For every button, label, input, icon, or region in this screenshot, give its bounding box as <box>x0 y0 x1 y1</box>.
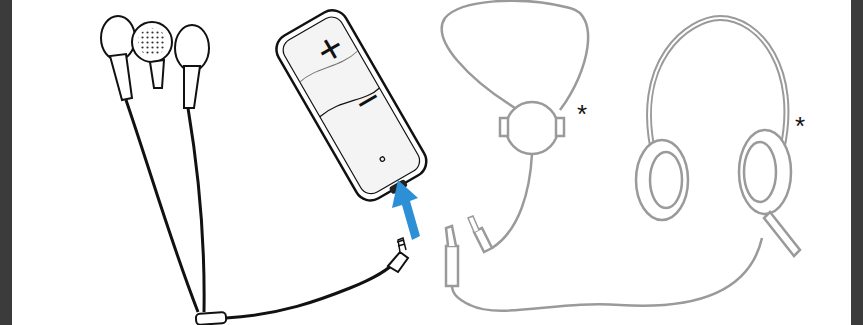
neckloop <box>442 1 588 252</box>
headphones <box>446 18 800 311</box>
remote-device <box>271 4 435 209</box>
insert-arrow <box>392 180 420 240</box>
frame-bar <box>0 0 12 325</box>
optional-mark: * <box>577 101 587 127</box>
frame-bar <box>851 0 863 325</box>
optional-mark: * <box>795 113 805 139</box>
